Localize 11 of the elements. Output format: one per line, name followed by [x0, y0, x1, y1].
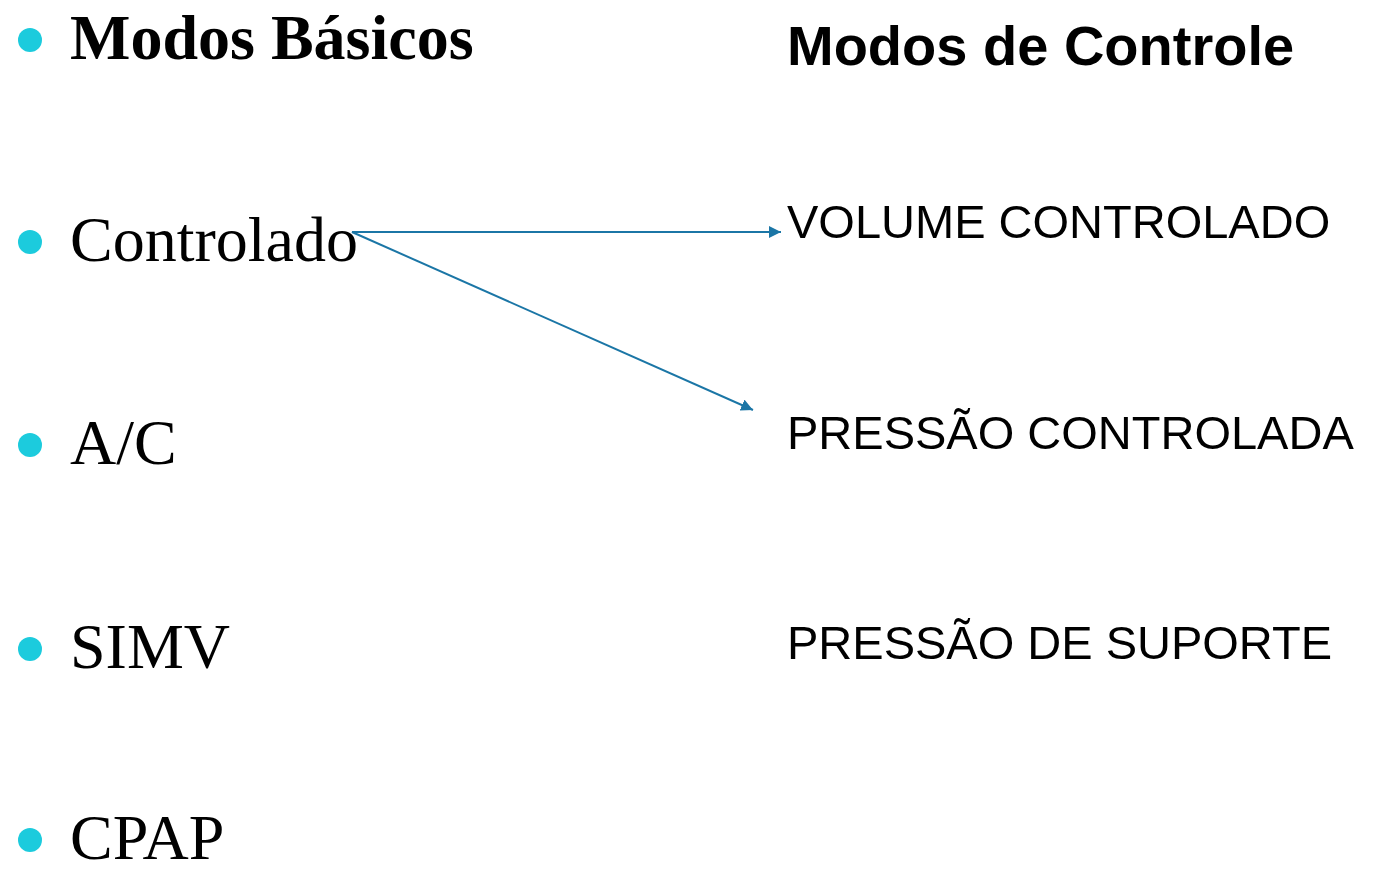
arrow [350, 231, 754, 411]
mode-label: Controlado [70, 203, 358, 277]
mode-label: CPAP [70, 801, 225, 875]
mode-label: VOLUME CONTROLADO [787, 194, 1331, 249]
mode-label: SIMV [70, 610, 231, 684]
mode-label: A/C [70, 406, 177, 480]
mode-label: PRESSÃO DE SUPORTE [787, 615, 1332, 670]
mode-label: PRESSÃO CONTROLADA [787, 405, 1354, 460]
column-heading: Modos de Controle [787, 13, 1295, 79]
column-heading: Modos Básicos [70, 1, 474, 75]
arrow [350, 226, 782, 238]
